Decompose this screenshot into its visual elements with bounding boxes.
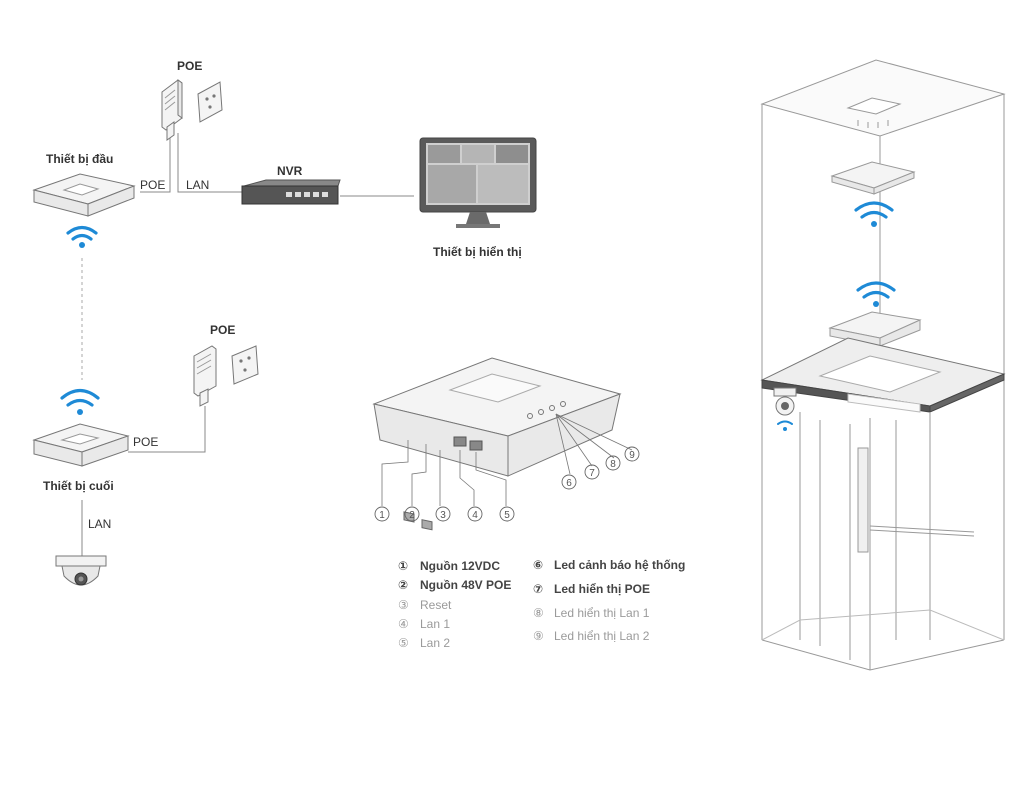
callout-9: 9 <box>624 446 640 462</box>
power-outlet-icon-bottom <box>231 345 259 385</box>
nvr-switch-icon <box>241 179 341 205</box>
callout-1: 1 <box>374 506 390 522</box>
svg-text:Led hiển thị Lan 1: Led hiển thị Lan 1 <box>554 606 650 620</box>
poe-label-top: POE <box>177 59 202 73</box>
lan-camera-label: LAN <box>88 517 111 531</box>
svg-text:1: 1 <box>379 510 385 521</box>
power-outlet-icon-top <box>197 81 223 123</box>
svg-text:Led hiển thị Lan 2: Led hiển thị Lan 2 <box>554 629 650 643</box>
wifi-icon-camera <box>777 420 793 431</box>
head-device-icon <box>32 173 136 217</box>
callout-lines <box>381 413 633 506</box>
end-device-label: Thiết bị cuối <box>43 479 114 493</box>
svg-text:7: 7 <box>589 468 595 479</box>
poe-injector-icon-bottom <box>193 345 217 407</box>
lan-head-link-label: LAN <box>186 178 209 192</box>
callout-7: 7 <box>584 464 600 480</box>
legend-item-5: ⑤ <box>398 636 409 650</box>
legend-item-1: ① <box>398 559 408 573</box>
legend-item-3: ③ <box>398 598 409 612</box>
wifi-icon-car-roof <box>856 281 896 307</box>
dome-camera-icon-elevator <box>773 387 797 416</box>
svg-text:Lan 1: Lan 1 <box>420 617 450 631</box>
callout-4: 4 <box>467 506 483 522</box>
svg-text:Nguồn 48V POE: Nguồn 48V POE <box>420 578 511 592</box>
svg-text:4: 4 <box>472 510 478 521</box>
svg-text:3: 3 <box>440 510 446 521</box>
legend-item-7: ⑦ <box>533 582 543 596</box>
legend-right: ⑥ Led cảnh báo hệ thống ⑦ Led hiển thị P… <box>533 558 685 643</box>
svg-text:Led hiển thị POE: Led hiển thị POE <box>554 582 650 596</box>
poe-label-bottom: POE <box>210 323 235 337</box>
svg-text:Nguồn 12VDC: Nguồn 12VDC <box>420 559 500 573</box>
svg-text:6: 6 <box>566 478 572 489</box>
dome-camera-icon <box>55 555 107 586</box>
head-device-label: Thiết bị đầu <box>46 152 113 166</box>
callout-6: 6 <box>561 474 577 490</box>
callout-2: 2 <box>404 506 420 522</box>
callout-5: 5 <box>499 506 515 522</box>
router-device-illustration <box>372 357 622 531</box>
poe-head-link-label: POE <box>140 178 165 192</box>
legend-item-4: ④ <box>398 617 409 631</box>
svg-text:Lan 2: Lan 2 <box>420 636 450 650</box>
legend-item-9: ⑨ <box>533 629 544 643</box>
legend-item-8: ⑧ <box>533 606 544 620</box>
callout-8: 8 <box>605 455 621 471</box>
poe-injector-icon-top <box>161 79 183 141</box>
legend-left: ① Nguồn 12VDC ② Nguồn 48V POE ③ Reset ④ … <box>398 559 511 650</box>
svg-text:8: 8 <box>610 459 616 470</box>
svg-text:Led cảnh báo hệ thống: Led cảnh báo hệ thống <box>554 558 685 572</box>
svg-text:5: 5 <box>504 510 510 521</box>
end-device-icon <box>32 423 130 467</box>
wifi-icon-head <box>66 225 98 248</box>
nvr-label: NVR <box>277 164 303 178</box>
svg-text:2: 2 <box>409 510 415 521</box>
wifi-icon-shaft-top <box>854 201 894 227</box>
display-device-label: Thiết bị hiển thị <box>433 245 522 259</box>
legend-item-2: ② <box>398 578 408 592</box>
poe-end-link-label: POE <box>133 435 158 449</box>
monitor-icon <box>419 137 537 228</box>
svg-text:Reset: Reset <box>420 598 452 612</box>
callout-3: 3 <box>435 506 451 522</box>
elevator-shaft-icon <box>760 59 1006 671</box>
legend-item-6: ⑥ <box>533 558 543 572</box>
wifi-icon-end <box>60 388 100 415</box>
svg-text:9: 9 <box>629 450 635 461</box>
